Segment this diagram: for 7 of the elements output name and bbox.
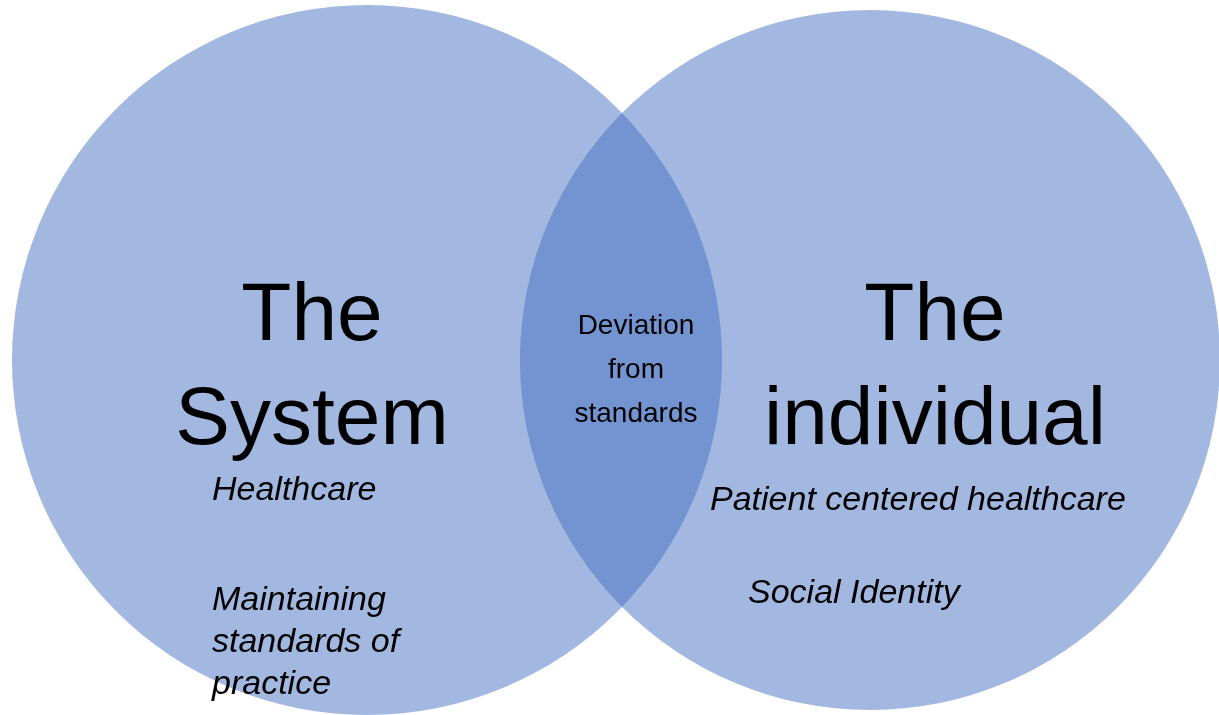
circle-label: Patient centered healthcare	[710, 478, 1127, 519]
circle-label: Healthcare	[212, 468, 378, 509]
circle-label: Social Identity	[748, 571, 963, 612]
circle-heading: The System	[174, 265, 450, 463]
overlap-label: Deviation from standards	[573, 308, 699, 430]
circle-heading: The individual	[763, 265, 1107, 463]
circle-label: Maintaining standards of practice	[212, 578, 403, 703]
